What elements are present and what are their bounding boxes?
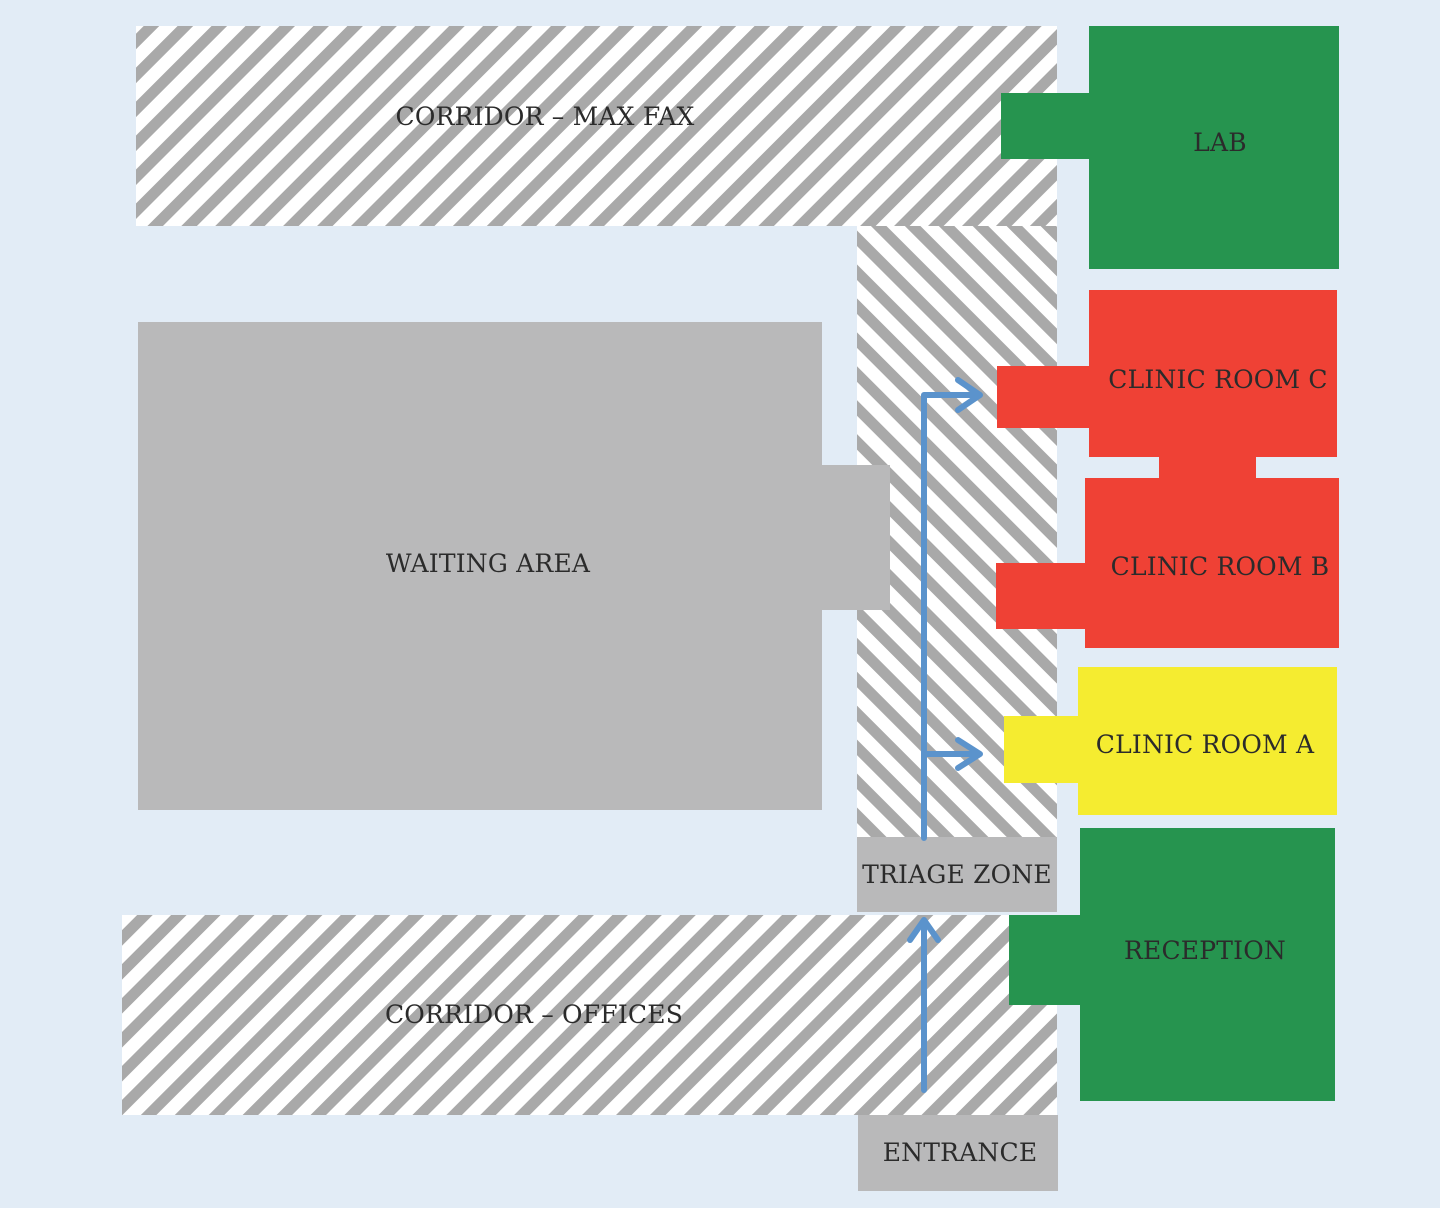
lab-room	[1001, 26, 1339, 269]
clinic-room-b	[996, 478, 1339, 648]
entrance-room	[858, 1115, 1058, 1191]
route-arrowhead-triage	[907, 917, 941, 943]
clinic-room-c	[997, 290, 1337, 457]
clinic-room-a	[1004, 667, 1337, 815]
label-clinic-room-c: CLINIC ROOM C	[1108, 365, 1328, 394]
label-clinic-room-a: CLINIC ROOM A	[1096, 730, 1315, 759]
triage-zone-room	[857, 837, 1057, 912]
patient-route	[907, 377, 983, 1093]
waiting-area-room	[138, 322, 890, 810]
clinic-rooms-connector	[1159, 455, 1256, 480]
label-reception: RECEPTION	[1124, 936, 1286, 965]
route-arrowhead-clinic-c	[955, 377, 983, 413]
label-corridor-max-fax: CORRIDOR – MAX FAX	[396, 102, 695, 131]
reception-room	[1009, 828, 1335, 1101]
label-entrance: ENTRANCE	[883, 1138, 1038, 1167]
route-arrowhead-clinic-a	[955, 737, 983, 771]
label-waiting-area: WAITING AREA	[386, 549, 591, 578]
label-corridor-offices: CORRIDOR – OFFICES	[385, 1000, 683, 1029]
label-triage-zone: TRIAGE ZONE	[862, 860, 1052, 889]
label-lab: LAB	[1193, 128, 1247, 157]
corridor-max-fax	[136, 26, 1057, 226]
corridor-offices	[122, 915, 1057, 1115]
label-clinic-room-b: CLINIC ROOM B	[1111, 552, 1330, 581]
route-main-trunk	[921, 392, 981, 841]
